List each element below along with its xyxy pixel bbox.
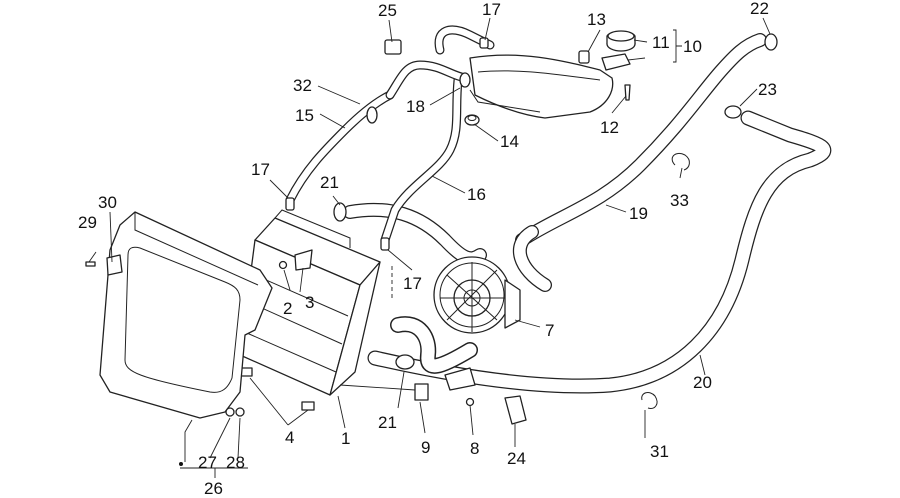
hose-20-return: [367, 110, 832, 394]
label-17-right: 17: [403, 274, 422, 293]
tank-grommet-14: [464, 114, 480, 126]
label-17-left: 17: [251, 160, 270, 179]
label-11: 11: [652, 33, 670, 52]
radiator-core: [239, 209, 381, 411]
pump-bracket-8: [444, 367, 476, 407]
label-32: 32: [293, 76, 312, 95]
label-27: 27: [198, 453, 217, 472]
label-10: 10: [683, 37, 702, 56]
label-13: 13: [587, 10, 606, 29]
label-2: 2: [283, 299, 292, 318]
filler-cap-11: [606, 30, 636, 52]
label-33: 33: [670, 191, 689, 210]
label-1: 1: [341, 429, 350, 448]
label-8: 8: [470, 439, 479, 458]
label-17-top: 17: [482, 0, 501, 19]
label-31: 31: [650, 442, 669, 461]
label-15: 15: [295, 106, 314, 125]
label-14: 14: [500, 132, 519, 151]
label-3: 3: [305, 293, 314, 312]
hose-lower-pump: [390, 316, 478, 374]
radiator-cover: [99, 211, 273, 419]
clip-13: [578, 50, 590, 64]
label-4: 4: [285, 428, 294, 447]
label-26: 26: [204, 479, 223, 498]
hose-15-breather: [285, 90, 395, 205]
label-22: 22: [750, 0, 769, 18]
label-7: 7: [545, 321, 554, 340]
label-21-bottom: 21: [378, 413, 397, 432]
hose-clamps: [285, 33, 778, 409]
group-dot-26: [179, 462, 183, 466]
label-28: 28: [226, 453, 245, 472]
label-21-top: 21: [320, 173, 339, 192]
hose-upper-radiator: [343, 202, 487, 266]
label-19: 19: [629, 204, 648, 223]
leader-lines: [88, 17, 771, 478]
label-29: 29: [78, 213, 97, 232]
hose-16-overflow: [380, 75, 463, 245]
label-12: 12: [600, 118, 619, 137]
hose-tank-loop: [385, 25, 495, 100]
tank-screw-12: [624, 84, 631, 101]
label-9: 9: [421, 438, 430, 457]
expansion-tank: [469, 53, 631, 119]
radiator-bracket-3: [294, 249, 313, 271]
label-25: 25: [378, 1, 397, 20]
hose-pump-outlet: [512, 225, 552, 292]
label-20: 20: [693, 373, 712, 392]
hose-19-upper: [515, 33, 767, 247]
label-18: 18: [406, 97, 425, 116]
part-labels: 25 17 13 11 10 22 23 12 14 18 32 15 16 1…: [78, 0, 777, 498]
clip-9: [414, 383, 429, 401]
cover-washers-27-28: [225, 407, 245, 417]
radiator-screw-2: [278, 260, 288, 270]
label-23: 23: [758, 80, 777, 99]
water-pump-7: [433, 256, 521, 334]
pump-clip-24: [504, 395, 527, 425]
label-24: 24: [507, 449, 526, 468]
cover-screw-29: [85, 261, 96, 267]
label-16: 16: [467, 185, 486, 204]
label-30: 30: [98, 193, 117, 212]
